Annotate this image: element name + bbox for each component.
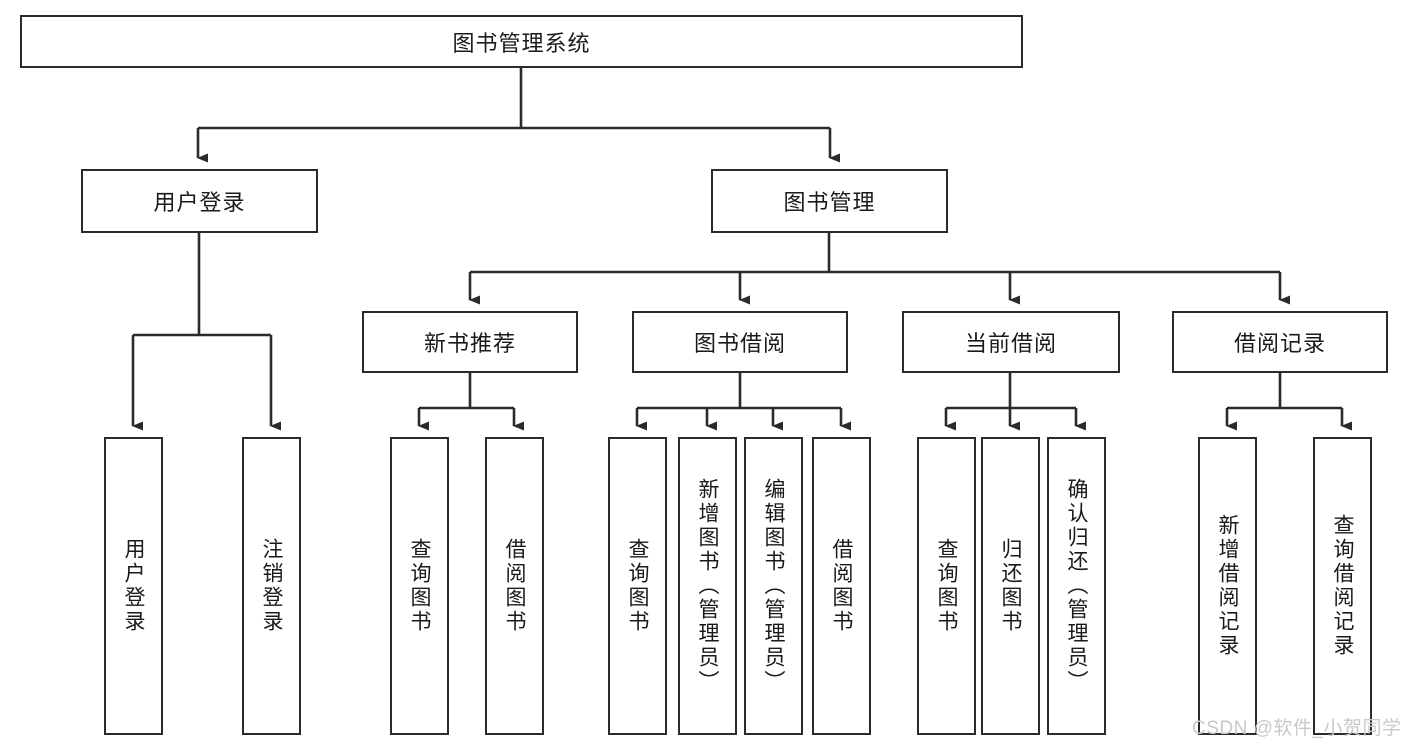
leaf-node-lf-4[interactable]: 借阅图书: [485, 437, 544, 735]
level3-node-l3-record[interactable]: 借阅记录: [1172, 311, 1388, 373]
node-label: 当前借阅: [964, 331, 1057, 356]
node-label: 编辑图书（管理员）: [762, 478, 785, 694]
node-label: 借阅记录: [1233, 331, 1326, 356]
leaf-node-lf-10[interactable]: 归还图书: [981, 437, 1040, 735]
leaf-node-lf-2[interactable]: 注销登录: [242, 437, 301, 735]
level3-node-l3-new[interactable]: 新书推荐: [362, 311, 578, 373]
node-label: 新增图书（管理员）: [696, 478, 719, 694]
connector-e-record: [1225, 373, 1352, 431]
leaf-node-lf-1[interactable]: 用户登录: [104, 437, 163, 735]
leaf-node-lf-9[interactable]: 查询图书: [917, 437, 976, 735]
connector-e-root: [196, 68, 840, 163]
leaf-node-lf-13[interactable]: 查询借阅记录: [1313, 437, 1372, 735]
watermark-text: CSDN @软件_小贺同学: [1192, 718, 1402, 739]
leaf-node-lf-5[interactable]: 查询图书: [608, 437, 667, 735]
leaf-node-lf-11[interactable]: 确认归还（管理员）: [1047, 437, 1106, 735]
node-label: 查询借阅记录: [1331, 514, 1354, 658]
node-label: 借阅图书: [830, 538, 853, 634]
level3-node-l3-borrow[interactable]: 图书借阅: [632, 311, 848, 373]
connector-e-login: [131, 233, 281, 431]
connector-e-book: [468, 233, 1290, 305]
node-label: 借阅图书: [503, 538, 526, 634]
connector-e-borrow: [635, 373, 851, 431]
leaf-node-lf-8[interactable]: 借阅图书: [812, 437, 871, 735]
node-label: 新增借阅记录: [1216, 514, 1239, 658]
root-node-root[interactable]: 图书管理系统: [20, 15, 1023, 68]
node-label: 新书推荐: [423, 331, 516, 356]
node-label: 查询图书: [408, 538, 431, 634]
node-label: 用户登录: [122, 538, 145, 634]
node-label: 图书借阅: [693, 331, 786, 356]
connector-e-new: [417, 373, 524, 431]
node-label: 确认归还（管理员）: [1065, 478, 1088, 694]
node-label: 图书管理: [783, 190, 876, 215]
leaf-node-lf-7[interactable]: 编辑图书（管理员）: [744, 437, 803, 735]
node-label: 注销登录: [260, 538, 283, 634]
node-label: 归还图书: [999, 538, 1022, 634]
node-label: 查询图书: [935, 538, 958, 634]
leaf-node-lf-12[interactable]: 新增借阅记录: [1198, 437, 1257, 735]
connector-e-current: [944, 373, 1086, 431]
level3-node-l3-current[interactable]: 当前借阅: [902, 311, 1120, 373]
node-label: 用户登录: [153, 190, 246, 215]
node-label: 图书管理系统: [452, 30, 591, 56]
level2-node-l2-login[interactable]: 用户登录: [81, 169, 318, 233]
node-label: 查询图书: [626, 538, 649, 634]
level2-node-l2-book[interactable]: 图书管理: [711, 169, 948, 233]
leaf-node-lf-6[interactable]: 新增图书（管理员）: [678, 437, 737, 735]
leaf-node-lf-3[interactable]: 查询图书: [390, 437, 449, 735]
